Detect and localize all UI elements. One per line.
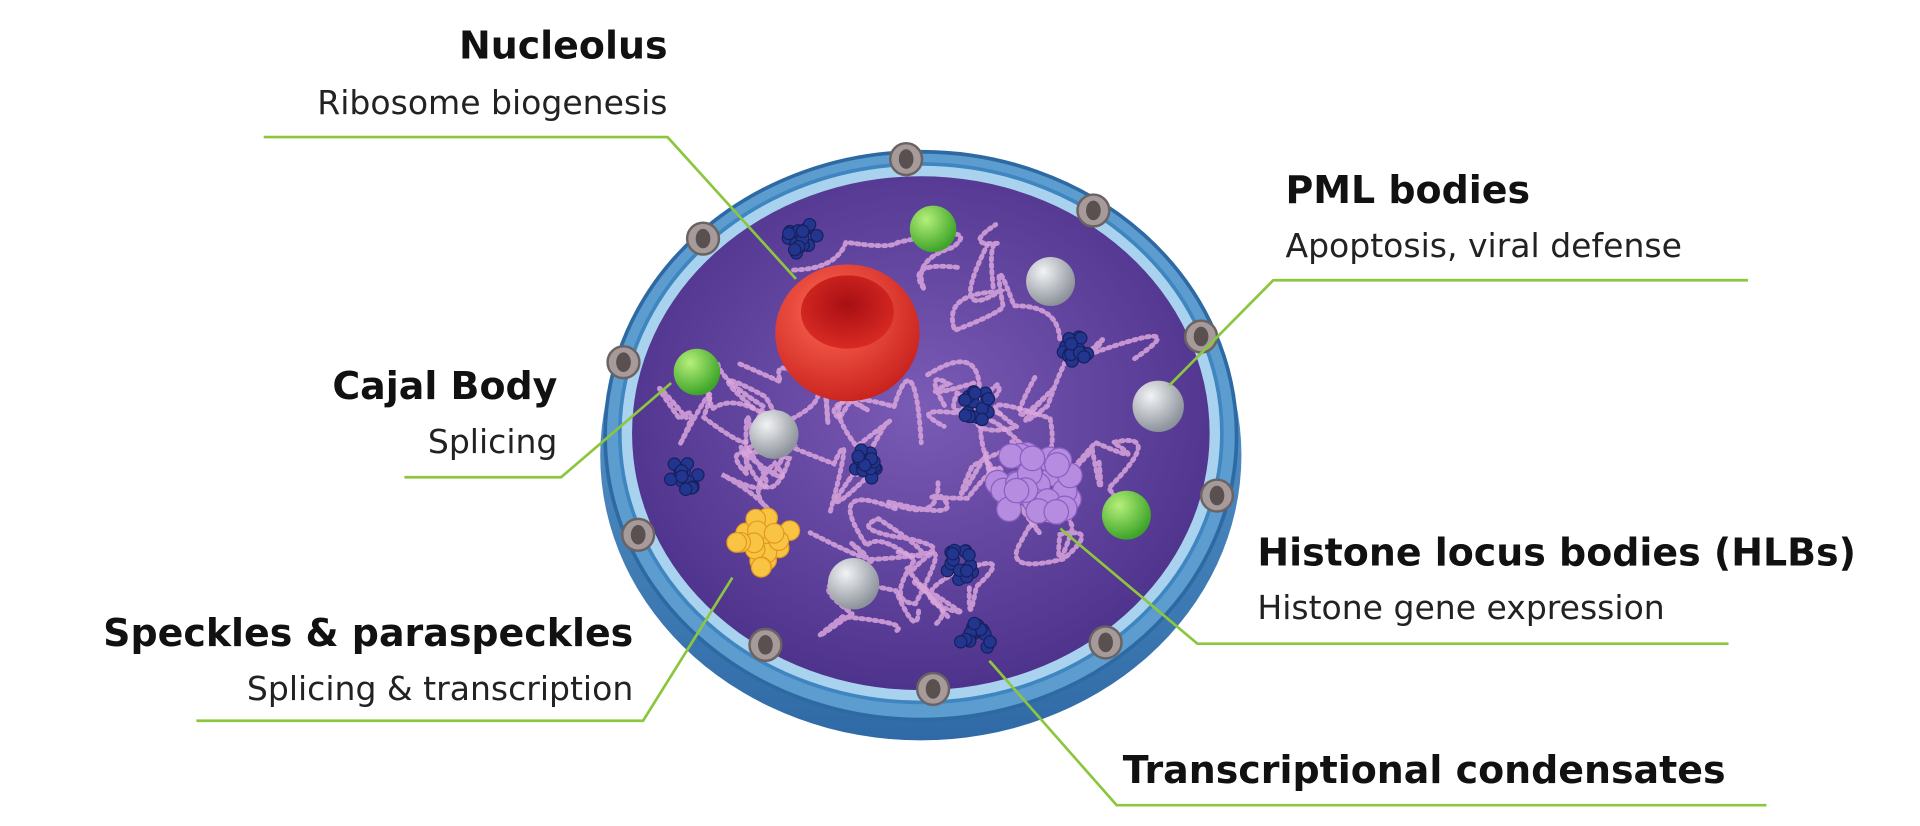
chromatin-fiber	[949, 243, 1063, 342]
pml-body	[1026, 256, 1076, 306]
speckle-granule	[763, 522, 785, 544]
nucleus	[600, 141, 1242, 741]
speckle-granule	[726, 532, 748, 553]
leader-line-condensates	[988, 659, 1767, 807]
transcriptional-condensate-granule	[787, 242, 802, 257]
transcriptional-condensate-granule	[954, 634, 968, 649]
transcriptional-condensate-granule	[968, 386, 982, 400]
transcriptional-condensate	[940, 543, 980, 587]
label-pml-subtitle: Apoptosis, viral defense	[1286, 226, 1682, 265]
nuclear-pore-channel	[1086, 200, 1101, 221]
cajal-body	[673, 348, 721, 396]
transcriptional-condensate-granule	[958, 408, 972, 423]
nuclear-pore	[915, 671, 951, 707]
nuclear-pore-channel	[898, 149, 914, 169]
speckle	[726, 507, 801, 578]
nuclear-pore	[1183, 319, 1219, 354]
chromatin-fiber	[887, 417, 1023, 513]
label-nucleolus-subtitle: Ribosome biogenesis	[317, 83, 667, 122]
transcriptional-condensate-granule	[675, 469, 689, 484]
label-speckles-subtitle: Splicing & transcription	[247, 669, 633, 708]
nuclear-pore-channel	[1098, 632, 1113, 653]
nucleolus-core	[800, 275, 894, 349]
nuclear-pore	[889, 141, 924, 177]
nuclear-pore-channel	[616, 352, 631, 373]
transcriptional-condensate-granule	[958, 393, 972, 407]
transcriptional-condensate-granule	[983, 635, 997, 649]
label-condensates-title: Transcriptional condensates	[1123, 748, 1726, 792]
label-nucleolus-title: Nucleolus	[459, 24, 668, 68]
nuclear-bodies	[663, 205, 1184, 654]
chromatin-fiber	[834, 378, 924, 505]
cajal-body	[909, 205, 957, 253]
label-speckles-title: Speckles & paraspeckles	[103, 611, 633, 655]
chromatin-fiber	[790, 231, 964, 292]
cajal-body	[1101, 490, 1151, 540]
chromatin-fiber	[932, 377, 1055, 459]
histone-locus-body-granule	[1044, 452, 1070, 478]
nuclear-pore	[1076, 193, 1111, 228]
nucleolus-body	[775, 264, 920, 402]
transcriptional-condensate-granule	[981, 392, 996, 406]
transcriptional-condensate	[663, 457, 705, 496]
transcriptional-condensate-granule	[962, 548, 976, 562]
nuclear-pore	[1088, 625, 1123, 660]
chromatin-fiber	[847, 497, 951, 619]
nuclear-pore-channel	[925, 679, 941, 699]
label-hlb-title: Histone locus bodies (HLBs)	[1257, 530, 1856, 574]
nuclear-pore	[748, 627, 783, 663]
nuclear-pore	[1199, 478, 1235, 513]
histone-locus-body-granule	[1043, 499, 1070, 525]
histone-locus-body-granule	[1019, 445, 1046, 472]
nuclear-pore	[621, 517, 656, 552]
transcriptional-condensate	[954, 616, 997, 654]
nuclear-pore-channel	[1209, 485, 1225, 506]
transcriptional-condensate-granule	[679, 482, 693, 496]
pml-body	[827, 558, 880, 610]
pml-body	[1132, 380, 1184, 432]
chromatin-fiber	[807, 516, 936, 565]
nuclear-pore-channel	[695, 228, 711, 249]
transcriptional-condensate-granule	[946, 546, 960, 561]
nuclear-pore-channel	[630, 524, 646, 545]
leader-line-pml	[1168, 278, 1749, 387]
transcriptional-condensate-granule	[691, 468, 705, 482]
nuclear-pore-channel	[1193, 326, 1209, 347]
pml-body	[749, 409, 799, 459]
label-cajal-title: Cajal Body	[332, 364, 557, 408]
transcriptional-condensate-granule	[1077, 350, 1091, 364]
transcriptional-condensate-granule	[975, 412, 989, 427]
transcriptional-condensate-granule	[810, 228, 824, 243]
transcriptional-condensate	[1056, 330, 1095, 368]
transcriptional-condensate	[849, 443, 883, 485]
chromatin-fiber	[817, 580, 922, 639]
speckle-granule	[750, 556, 772, 578]
nuclear-pore	[685, 221, 721, 256]
transcriptional-condensate-granule	[967, 616, 982, 631]
transcriptional-condensate-granule	[795, 224, 810, 239]
chromatin-fiber	[977, 222, 999, 290]
nuclear-pores	[606, 141, 1235, 707]
histone-locus-body	[984, 441, 1083, 525]
leader-line-cajal	[404, 381, 673, 479]
label-cajal-subtitle: Splicing	[428, 422, 558, 461]
label-hlb-subtitle: Histone gene expression	[1257, 588, 1664, 627]
transcriptional-condensate	[781, 217, 824, 260]
nuclear-pore-channel	[758, 635, 773, 655]
histone-locus-body-granule	[1003, 477, 1030, 504]
leader-line-speckles	[196, 576, 734, 723]
transcriptional-condensate-granule	[1064, 337, 1078, 351]
leader-line-nucleolus	[263, 135, 798, 280]
chromatin-fiber	[656, 386, 749, 446]
transcriptional-condensate-granule	[782, 226, 796, 241]
label-pml-title: PML bodies	[1286, 168, 1531, 212]
chromatin-fiber	[725, 378, 793, 490]
transcriptional-condensate-granule	[851, 449, 865, 464]
leader-line-hlb	[1059, 527, 1729, 646]
transcriptional-condensate	[958, 385, 996, 427]
chromatin-fiber	[1013, 507, 1085, 567]
nuclear-pore	[606, 345, 641, 380]
transcriptional-condensate-granule	[960, 564, 974, 578]
